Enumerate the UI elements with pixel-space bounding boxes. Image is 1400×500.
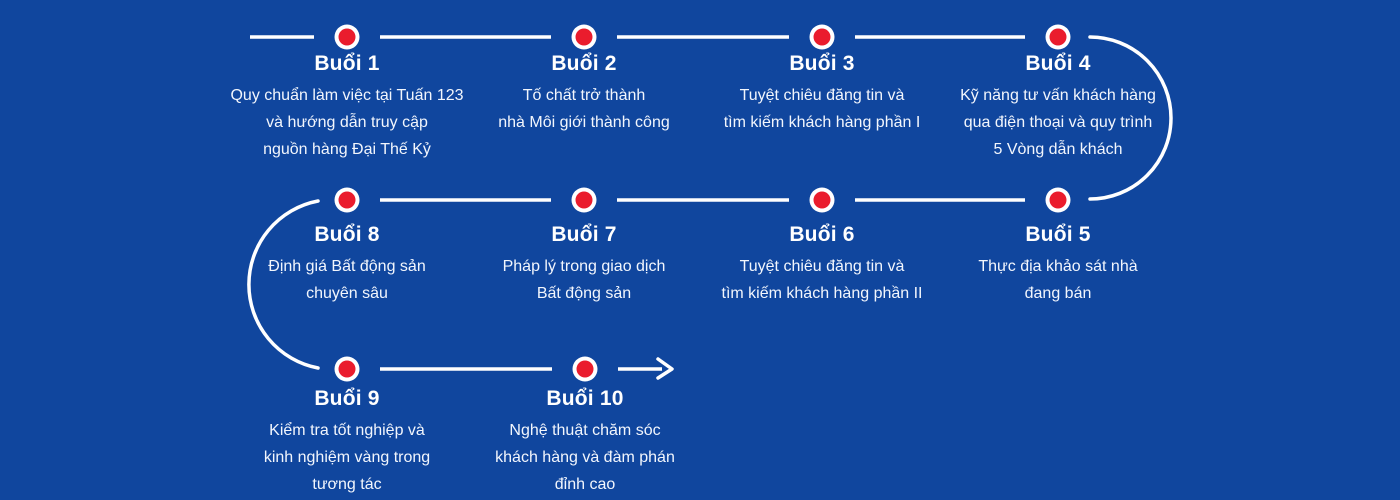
session-description: Kỹ năng tư vấn khách hàng qua điện thoại… bbox=[960, 87, 1156, 158]
session-description: Tố chất trở thành nhà Môi giới thành côn… bbox=[498, 87, 670, 131]
timeline-dot bbox=[1049, 191, 1067, 209]
timeline-dot bbox=[813, 191, 831, 209]
session-item-6: Buổi 6 Tuyệt chiêu đăng tin và tìm kiếm … bbox=[692, 222, 952, 307]
timeline-dot bbox=[1049, 28, 1067, 46]
session-title: Buổi 4 bbox=[1025, 52, 1091, 75]
session-item-9: Buổi 9 Kiểm tra tốt nghiệp và kinh nghiệ… bbox=[217, 386, 477, 498]
timeline-dot bbox=[338, 360, 356, 378]
session-item-5: Buổi 5 Thực địa khảo sát nhà đang bán bbox=[928, 222, 1188, 307]
timeline-dot bbox=[576, 360, 594, 378]
session-description: Định giá Bất động sản chuyên sâu bbox=[268, 258, 426, 302]
timeline-dot bbox=[575, 28, 593, 46]
timeline-dot bbox=[338, 191, 356, 209]
timeline-curve-right bbox=[1088, 35, 1173, 201]
session-item-2: Buổi 2 Tố chất trở thành nhà Môi giới th… bbox=[454, 51, 714, 136]
session-title: Buổi 7 bbox=[551, 223, 617, 246]
session-description: Kiểm tra tốt nghiệp và kinh nghiệm vàng … bbox=[263, 422, 431, 493]
timeline-dot bbox=[813, 28, 831, 46]
timeline-dot bbox=[575, 191, 593, 209]
session-item-1: Buổi 1 Quy chuẩn làm việc tại Tuấn 123 v… bbox=[217, 51, 477, 163]
session-title: Buổi 10 bbox=[546, 387, 624, 410]
session-title: Buổi 8 bbox=[314, 223, 380, 246]
session-description: Nghệ thuật chăm sóc khách hàng và đàm ph… bbox=[495, 422, 675, 493]
timeline-dots bbox=[338, 28, 1067, 378]
timeline-curve-left bbox=[247, 199, 320, 370]
session-item-10: Buổi 10 Nghệ thuật chăm sóc khách hàng v… bbox=[455, 386, 715, 498]
session-description: Tuyệt chiêu đăng tin và tìm kiếm khách h… bbox=[723, 87, 921, 131]
timeline-dot bbox=[338, 28, 356, 46]
timeline-line-segments bbox=[250, 35, 1025, 371]
session-title: Buổi 6 bbox=[789, 223, 855, 246]
arrow-head-icon bbox=[656, 357, 674, 380]
session-title: Buổi 2 bbox=[551, 52, 617, 75]
session-item-7: Buổi 7 Pháp lý trong giao dịch Bất động … bbox=[454, 222, 714, 307]
session-item-4: Buổi 4 Kỹ năng tư vấn khách hàng qua điệ… bbox=[928, 51, 1188, 163]
session-description: Quy chuẩn làm việc tại Tuấn 123 và hướng… bbox=[230, 87, 464, 158]
session-title: Buổi 9 bbox=[314, 387, 380, 410]
session-item-8: Buổi 8 Định giá Bất động sản chuyên sâu bbox=[217, 222, 477, 307]
session-title: Buổi 3 bbox=[789, 52, 855, 75]
session-title: Buổi 5 bbox=[1025, 223, 1091, 246]
session-description: Thực địa khảo sát nhà đang bán bbox=[978, 258, 1138, 302]
session-description: Tuyệt chiêu đăng tin và tìm kiếm khách h… bbox=[721, 258, 923, 302]
session-item-3: Buổi 3 Tuyệt chiêu đăng tin và tìm kiếm … bbox=[692, 51, 952, 136]
session-title: Buổi 1 bbox=[314, 52, 380, 75]
session-description: Pháp lý trong giao dịch Bất động sản bbox=[502, 258, 666, 302]
